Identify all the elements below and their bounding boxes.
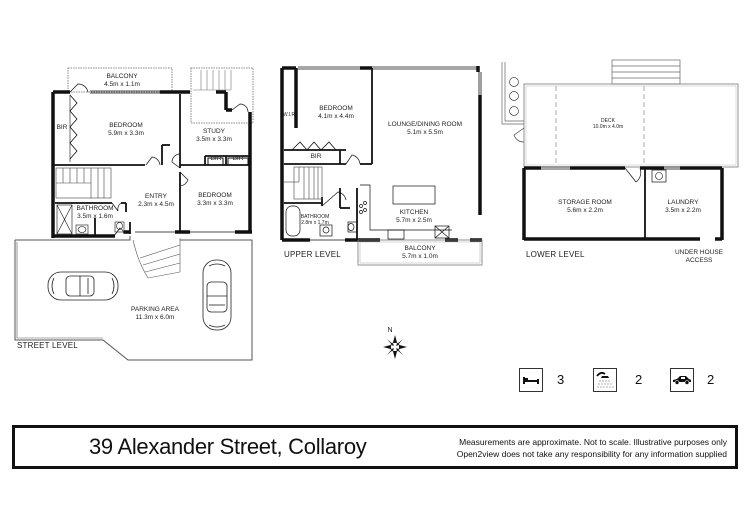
lower-level-plan xyxy=(501,59,739,241)
level-label-street: STREET LEVEL xyxy=(17,341,78,350)
disclaimer: Measurements are approximate. Not to sca… xyxy=(457,436,727,460)
compass-north-label: N xyxy=(387,327,393,334)
bed-icon-box xyxy=(519,368,543,392)
car-space-count: 2 xyxy=(707,372,715,387)
room-label-bir-2: BIR xyxy=(210,155,222,162)
footer-banner: 39 Alexander Street, Collaroy Measuremen… xyxy=(12,425,738,469)
room-label-wir: W.I.R xyxy=(282,112,296,118)
car-icon xyxy=(673,376,691,385)
disclaimer-line-2: Open2view does not take any responsibili… xyxy=(456,449,727,459)
property-address: 39 Alexander Street, Collaroy xyxy=(89,434,367,459)
level-label-upper: UPPER LEVEL xyxy=(284,250,341,259)
room-label-upper-bir: BIR xyxy=(310,153,322,160)
car-drawing-1 xyxy=(47,271,119,301)
car-icon-box xyxy=(670,368,694,392)
car-drawing-2 xyxy=(202,259,232,331)
shower-icon xyxy=(596,371,614,388)
shower-icon-box xyxy=(593,368,617,392)
room-label-bir-3: BIR xyxy=(232,155,244,162)
bathroom-count: 2 xyxy=(635,372,643,387)
bed-icon xyxy=(523,377,539,384)
level-label-lower: LOWER LEVEL xyxy=(526,250,585,259)
room-label-bir: BIR xyxy=(56,124,68,131)
bedroom-count: 3 xyxy=(557,372,565,387)
upper-level-plan xyxy=(280,66,483,266)
street-level-plan xyxy=(14,67,254,361)
compass-rose-icon xyxy=(383,335,407,359)
disclaimer-line-1: Measurements are approximate. Not to sca… xyxy=(459,437,727,447)
